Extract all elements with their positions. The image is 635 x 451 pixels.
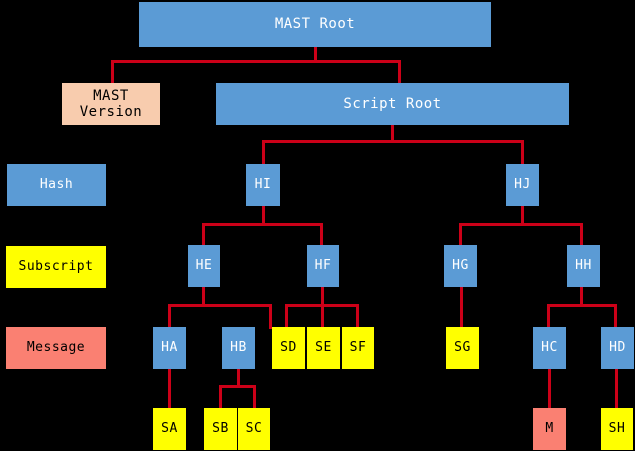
edge-segment — [262, 205, 265, 225]
node-hd: HD — [601, 327, 634, 369]
node-hj: HJ — [506, 164, 539, 206]
edge-segment — [111, 60, 401, 63]
legend-message: Message — [6, 327, 106, 369]
node-he: HE — [188, 245, 220, 287]
node-ha: HA — [153, 327, 186, 369]
edge-segment — [391, 125, 394, 142]
node-hc: HC — [533, 327, 566, 369]
edge-segment — [285, 304, 288, 329]
node-sg: SG — [446, 327, 479, 369]
edge-segment — [219, 385, 222, 410]
node-hh: HH — [567, 245, 600, 287]
edge-segment — [262, 140, 265, 166]
edge-segment — [202, 223, 205, 247]
node-sc: SC — [238, 408, 270, 450]
edge-segment — [460, 286, 463, 329]
legend-subscript: Subscript — [6, 246, 106, 288]
node-hb: HB — [222, 327, 255, 369]
node-m: M — [533, 408, 566, 450]
node-sb: SB — [204, 408, 237, 450]
node-sd: SD — [272, 327, 305, 369]
node-sh: SH — [601, 408, 633, 450]
edge-segment — [237, 368, 240, 387]
node-script-root: Script Root — [216, 83, 569, 125]
node-hg: HG — [444, 245, 477, 287]
edge-segment — [219, 385, 256, 388]
edge-segment — [459, 223, 583, 226]
node-se: SE — [307, 327, 340, 369]
edge-segment — [168, 368, 171, 410]
edge-segment — [547, 304, 550, 329]
edge-segment — [548, 368, 551, 410]
edge-segment — [321, 286, 324, 306]
node-sf: SF — [342, 327, 374, 369]
edge-segment — [459, 223, 462, 247]
edge-segment — [168, 304, 272, 307]
edge-segment — [168, 304, 171, 329]
edge-segment — [356, 304, 359, 329]
edge-segment — [111, 60, 114, 84]
edge-segment — [320, 223, 323, 247]
edge-segment — [262, 140, 524, 143]
node-hf: HF — [307, 245, 339, 287]
node-hi: HI — [246, 164, 280, 206]
edge-segment — [580, 223, 583, 247]
edge-segment — [321, 304, 324, 329]
edge-segment — [269, 304, 272, 329]
edge-segment — [202, 286, 205, 306]
node-mast-root: MAST Root — [139, 2, 491, 47]
edge-segment — [314, 47, 317, 63]
edge-segment — [580, 286, 583, 306]
edge-segment — [547, 304, 617, 307]
edge-segment — [614, 304, 617, 329]
edge-segment — [202, 223, 323, 226]
legend-hash: Hash — [7, 164, 106, 206]
edge-segment — [615, 368, 618, 410]
edge-segment — [521, 140, 524, 166]
edge-segment — [521, 205, 524, 225]
edge-segment — [398, 60, 401, 84]
node-sa: SA — [153, 408, 186, 450]
node-mast-version: MAST Version — [62, 83, 160, 125]
edge-segment — [253, 385, 256, 410]
